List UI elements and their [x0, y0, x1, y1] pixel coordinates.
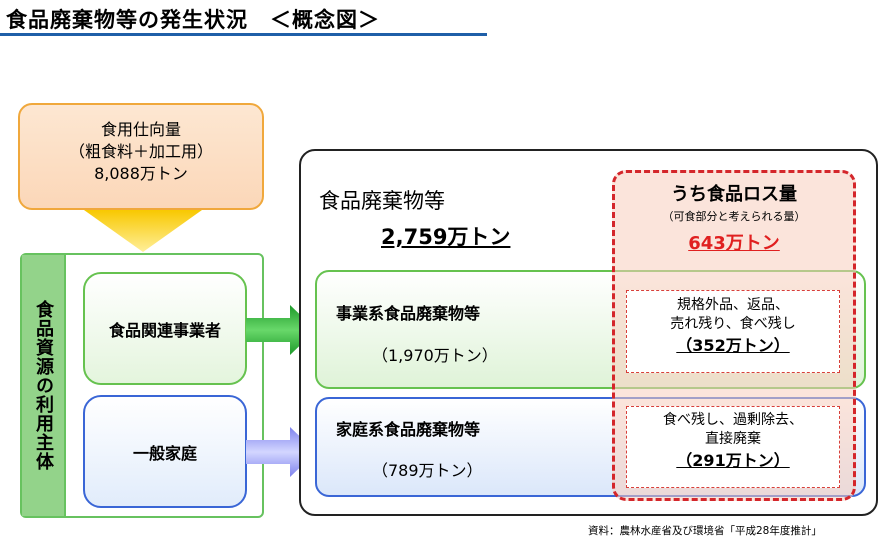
household-loss-line2: 直接廃棄: [705, 431, 761, 447]
supply-line3: 8,088万トン: [94, 164, 188, 183]
business-loss-line1: 規格外品、返品、: [677, 297, 789, 313]
food-loss-title: うち食品ロス量: [671, 184, 797, 205]
food-business-label: 食品関連事業者: [108, 320, 221, 340]
food-waste-label: 食品廃棄物等: [319, 189, 445, 213]
food-waste-total: 2,759万トン: [381, 225, 511, 249]
source-note: 資料：農林水産省及び環境省「平成28年度推計」: [588, 525, 822, 537]
food-business-box: 食品関連事業者: [83, 272, 247, 385]
down-arrow-icon: [84, 210, 202, 252]
supply-line1: 食用仕向量: [100, 120, 181, 139]
household-loss-amount: （291万トン）: [676, 451, 790, 470]
business-loss-box: 規格外品、返品、 売れ残り、食べ残し （352万トン）: [626, 290, 840, 373]
household-waste-amount: （789万トン）: [372, 461, 483, 480]
household-loss-box: 食べ残し、過剰除去、 直接廃棄 （291万トン）: [626, 406, 840, 488]
business-waste-title: 事業系食品廃棄物等: [336, 304, 481, 323]
food-users-label: 食品資源の利用主体: [22, 255, 66, 516]
food-supply-box: 食用仕向量 （粗食料＋加工用） 8,088万トン: [18, 103, 264, 210]
green-right-arrow-icon: [246, 305, 316, 355]
blue-right-arrow-icon: [246, 427, 316, 477]
household-box: 一般家庭: [83, 395, 247, 508]
household-label: 一般家庭: [132, 443, 197, 463]
business-loss-line2: 売れ残り、食べ残し: [670, 316, 796, 332]
page-title: 食品廃棄物等の発生状況 ＜概念図＞: [6, 8, 380, 32]
supply-line2: （粗食料＋加工用）: [68, 142, 213, 161]
business-loss-amount: （352万トン）: [676, 336, 790, 355]
household-waste-title: 家庭系食品廃棄物等: [336, 420, 481, 439]
title-underline: [0, 33, 487, 36]
household-loss-line1: 食べ残し、過剰除去、: [663, 412, 803, 428]
food-loss-subtitle: （可食部分と考えられる量）: [662, 210, 806, 223]
business-waste-amount: （1,970万トン）: [372, 346, 498, 365]
food-loss-total: 643万トン: [688, 233, 780, 254]
